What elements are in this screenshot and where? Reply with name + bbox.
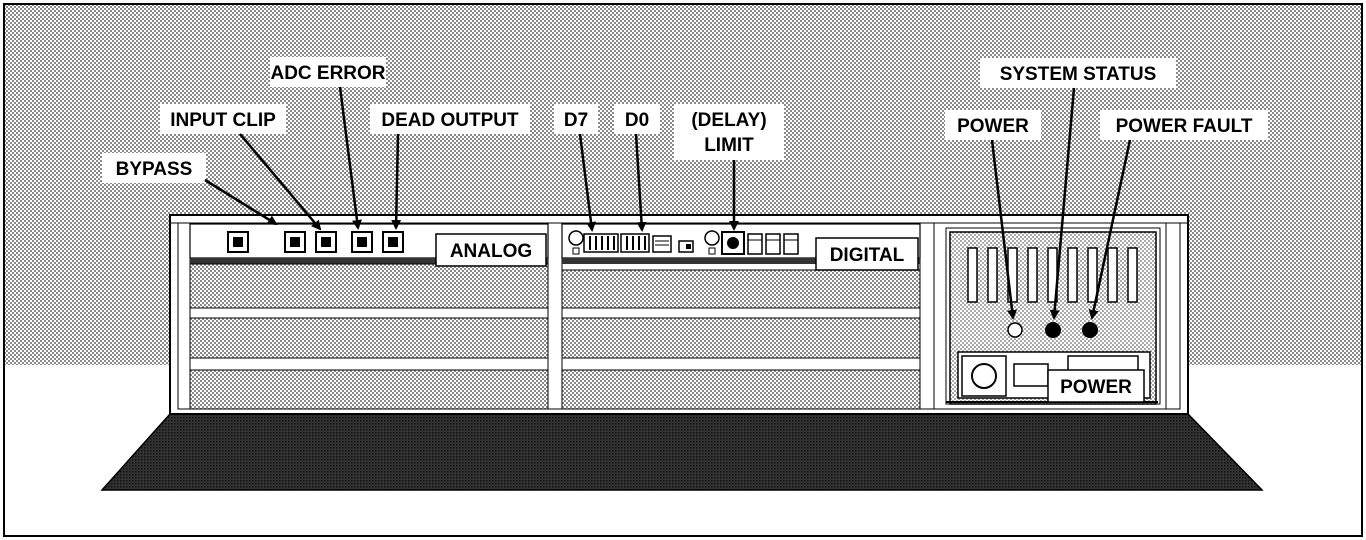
table-surface — [100, 413, 1264, 491]
digital-knob-1 — [568, 230, 584, 246]
digital-small-dot — [686, 244, 691, 249]
bypass-arrow — [204, 178, 278, 226]
power-label-box — [1047, 369, 1145, 403]
bypass-callout-box — [102, 153, 206, 183]
power-section: POWER — [933, 222, 1167, 410]
d0-callout: D0 — [625, 110, 649, 131]
digital-slot-2 — [561, 317, 921, 359]
delay-limit-callout-line1: (DELAY) — [691, 110, 766, 131]
power-connector — [1013, 363, 1049, 387]
digital-switch-small — [652, 235, 672, 253]
analog-rail-2 — [189, 357, 549, 371]
digital-rail-2 — [561, 357, 921, 371]
digital-section: DIGITAL — [561, 223, 921, 410]
d7-callout-box — [554, 104, 598, 134]
callout-arrows — [204, 86, 1132, 320]
d7-arrow — [578, 133, 596, 232]
delay-limit-callout-line2: LIMIT — [704, 135, 754, 156]
d0-callout-box — [614, 104, 660, 134]
d0-arrow — [634, 133, 647, 232]
bypass-callout: BYPASS — [116, 159, 193, 180]
delay-limit-led — [721, 231, 745, 255]
input-clip-led-2 — [315, 231, 337, 253]
power-led-arrow — [990, 139, 1018, 320]
power-led-callout: POWER — [957, 116, 1029, 137]
system-status-arrow — [1049, 87, 1076, 320]
analog-slot-2 — [189, 317, 549, 359]
dead-output-callout-box — [370, 104, 530, 134]
power-led — [1007, 322, 1023, 338]
power-fault-led — [1082, 322, 1098, 338]
power-fault-callout: POWER FAULT — [1116, 116, 1253, 137]
analog-slot-3 — [189, 369, 549, 410]
power-inner-border — [945, 227, 1161, 405]
power-fault-arrow — [1088, 139, 1132, 320]
dead-output-callout: DEAD OUTPUT — [381, 110, 519, 131]
digital-slot-1 — [561, 269, 921, 309]
digital-slot-3 — [561, 369, 921, 410]
analog-label-box — [435, 233, 547, 267]
digital-small-jack-1 — [572, 247, 580, 255]
chassis-left-post — [177, 222, 191, 410]
analog-card-top-rail — [190, 258, 548, 264]
chassis-mid-divider-1 — [547, 222, 563, 410]
analog-label: ANALOG — [450, 241, 532, 262]
analog-slot-1 — [189, 263, 549, 309]
d0-switch-bank — [620, 233, 650, 253]
input-clip-arrow — [239, 133, 322, 231]
digital-rail-1 — [561, 307, 921, 319]
system-status-led — [1045, 322, 1061, 338]
power-vent-slots — [967, 247, 1138, 303]
input-clip-callout-box — [160, 104, 286, 134]
power-led-callout-box — [945, 110, 1041, 140]
chassis-right-post — [1165, 222, 1181, 410]
adc-error-callout: ADC ERROR — [270, 63, 385, 84]
digital-label: DIGITAL — [830, 245, 905, 266]
digital-label-box — [815, 237, 919, 271]
digital-card-top-rail — [562, 258, 920, 264]
digital-small-jack-2 — [708, 247, 716, 255]
adc-error-arrow — [338, 86, 362, 230]
input-clip-callout: INPUT CLIP — [170, 110, 276, 131]
digital-button-row — [747, 233, 799, 255]
dead-output-arrow — [391, 133, 402, 230]
input-clip-led — [284, 231, 306, 253]
power-switch-knob — [971, 363, 997, 389]
power-label: POWER — [1060, 377, 1132, 398]
system-status-callout-box — [980, 58, 1176, 88]
dead-output-led — [382, 231, 404, 253]
d7-callout: D7 — [564, 110, 588, 131]
system-status-callout: SYSTEM STATUS — [1000, 64, 1157, 85]
adc-error-callout-box — [270, 57, 386, 87]
power-switch-housing — [961, 355, 1007, 397]
analog-section: ANALOG — [189, 223, 549, 410]
adc-error-led — [351, 231, 373, 253]
power-fault-callout-box — [1100, 110, 1268, 140]
d7-switch-bank — [583, 233, 619, 253]
analog-rail-1 — [189, 307, 549, 319]
digital-knob-2 — [704, 230, 720, 246]
delay-limit-callout-box — [674, 104, 784, 160]
chassis-mid-divider-2 — [919, 222, 935, 410]
bypass-led — [227, 231, 249, 253]
